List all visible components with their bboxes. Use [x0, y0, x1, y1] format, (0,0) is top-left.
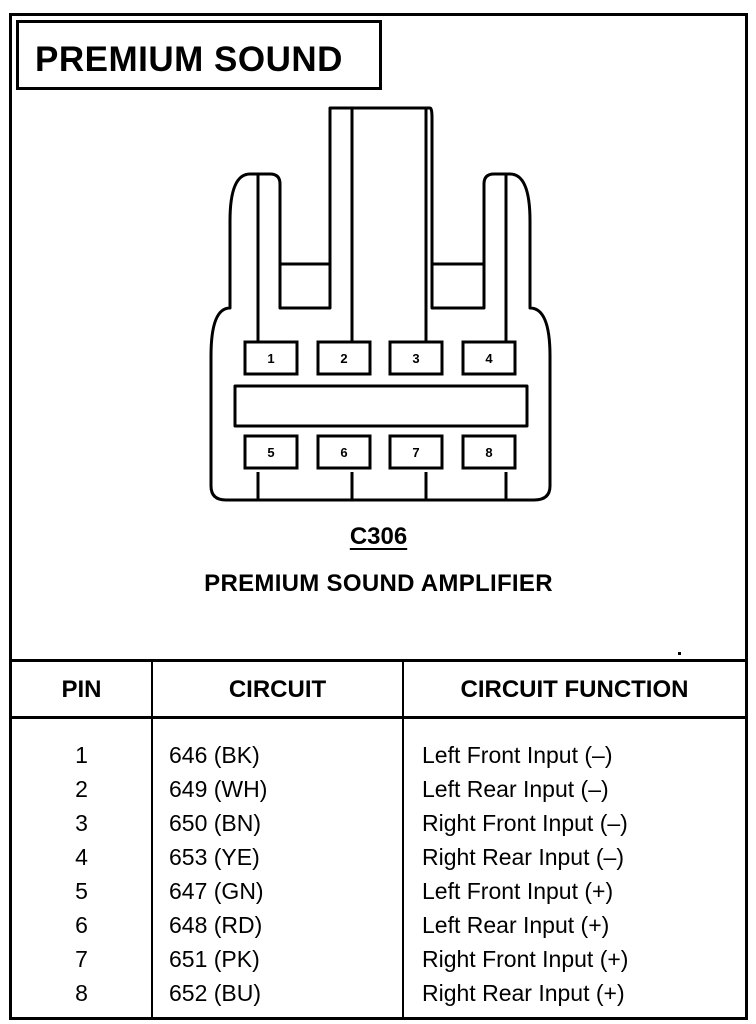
header-divider	[12, 716, 745, 719]
pin-box-8	[461, 434, 517, 470]
table-cell-pin: 3	[75, 810, 88, 836]
header-circuit: CIRCUIT	[228, 676, 327, 703]
pin-box-1	[243, 340, 299, 376]
pin-label: 5	[267, 445, 274, 460]
stray-dot	[678, 652, 681, 655]
table-cell-circuit: 651 (PK)	[169, 946, 260, 972]
pin-box-2	[316, 340, 372, 376]
pin-label: 4	[485, 351, 493, 366]
column-divider	[402, 662, 404, 1020]
table-cell-circuit: 649 (WH)	[169, 776, 268, 802]
table-cell-pin: 2	[75, 776, 88, 802]
pin-label: 1	[267, 351, 274, 366]
table-cell-circuit: 650 (BN)	[169, 810, 262, 836]
table-cell-pin: 8	[75, 980, 88, 1006]
table-cell-pin: 7	[75, 946, 88, 972]
connector-center-rib	[233, 384, 529, 428]
table-cell-pin: 6	[75, 912, 88, 938]
pin-label: 3	[412, 351, 419, 366]
title-box: PREMIUM SOUND	[16, 20, 382, 90]
table-cell-circuit: 646 (BK)	[169, 742, 260, 768]
pin-box-6	[316, 434, 372, 470]
table-cell-function: Right Front Input (–)	[422, 810, 628, 836]
connector-name: PREMIUM SOUND AMPLIFIER	[204, 570, 553, 597]
pinout-table: PIN CIRCUIT CIRCUIT FUNCTION 1 2 3 4 5 6…	[12, 659, 745, 1020]
pin-box-4	[461, 340, 517, 376]
pin-column: 1 2 3 4 5 6 7 8	[12, 738, 151, 1010]
table-cell-circuit: 647 (GN)	[169, 878, 264, 904]
connector-diagram: 1 2 3 4 5 6 7 8	[209, 106, 552, 502]
table-cell-circuit: 652 (BU)	[169, 980, 262, 1006]
circuit-column: 646 (BK) 649 (WH) 650 (BN) 653 (YE) 647 …	[169, 738, 399, 1010]
pin-label: 7	[412, 445, 419, 460]
pin-box-5	[243, 434, 299, 470]
table-cell-function: Right Rear Input (+)	[422, 980, 625, 1006]
table-cell-function: Left Front Input (+)	[422, 878, 614, 904]
header-function: CIRCUIT FUNCTION	[460, 676, 689, 703]
function-column: Left Front Input (–) Left Rear Input (–)…	[422, 738, 742, 1010]
page-title: PREMIUM SOUND	[35, 40, 343, 79]
pin-label: 6	[340, 445, 347, 460]
table-cell-function: Left Front Input (–)	[422, 742, 613, 768]
connector-id: C306	[349, 523, 408, 550]
header-pin: PIN	[61, 676, 102, 703]
table-cell-circuit: 653 (YE)	[169, 844, 260, 870]
pin-label: 2	[340, 351, 347, 366]
table-cell-function: Right Rear Input (–)	[422, 844, 624, 870]
table-cell-pin: 1	[75, 742, 88, 768]
table-cell-pin: 4	[75, 844, 88, 870]
connector-body-outline	[209, 106, 552, 502]
table-cell-circuit: 648 (RD)	[169, 912, 263, 938]
table-cell-pin: 5	[75, 878, 88, 904]
column-divider	[151, 662, 153, 1020]
diagram-frame: PREMIUM SOUND	[9, 13, 748, 1020]
table-cell-function: Left Rear Input (+)	[422, 912, 610, 938]
pin-label: 8	[485, 445, 492, 460]
pin-box-3	[388, 340, 444, 376]
pin-box-7	[388, 434, 444, 470]
table-cell-function: Right Front Input (+)	[422, 946, 629, 972]
table-cell-function: Left Rear Input (–)	[422, 776, 609, 802]
